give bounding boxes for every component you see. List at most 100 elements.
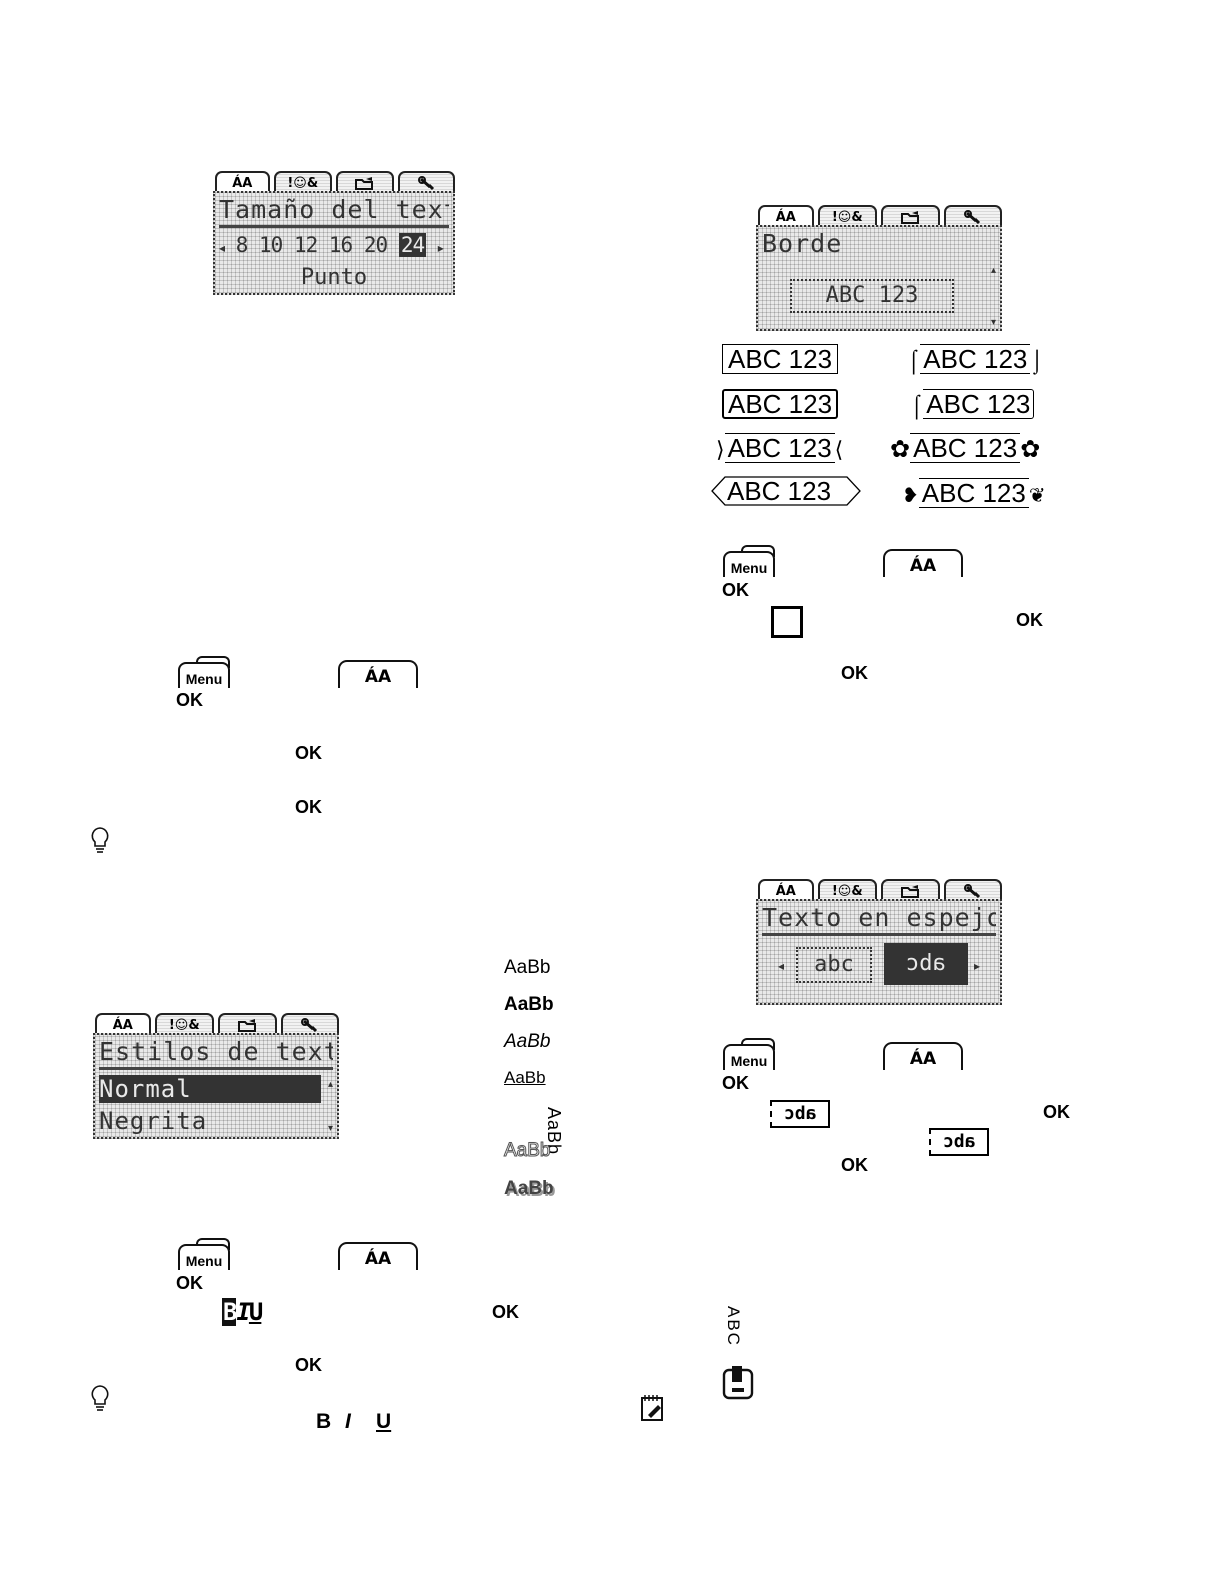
mirror-option-normal: abc xyxy=(796,947,872,983)
menu-key: Menu xyxy=(723,1038,775,1070)
flower-icon: ✿ xyxy=(890,436,911,463)
size-option: 10 xyxy=(259,233,283,257)
ok-key: OK xyxy=(176,1273,203,1293)
border-sample-arrow: ABC 123 xyxy=(711,476,861,506)
style-option: Negrita xyxy=(99,1107,208,1135)
ok-key: OK xyxy=(295,1355,322,1375)
lcd-tab-format-icon: ÁA xyxy=(758,879,814,901)
menu-key: Menu xyxy=(178,1238,230,1270)
label-maker-note-icon xyxy=(722,1366,754,1400)
lcd-body: Tamaño del texto ◂ 8 10 12 16 20 24 ▸ Pu… xyxy=(213,191,455,295)
left-arrow-icon: ◂ xyxy=(219,241,225,255)
note-pad-icon xyxy=(641,1395,663,1421)
ok-key: OK xyxy=(841,663,868,683)
style-sample-normal: AaBb xyxy=(504,957,551,978)
border-sample-ribbon: ❥ABC 123❦ xyxy=(902,478,1046,508)
lcd-tab-format-icon: ÁA xyxy=(95,1013,151,1035)
ok-key: OK xyxy=(295,797,322,817)
ok-key: OK xyxy=(841,1155,868,1175)
style-sample-shadow: AaBb xyxy=(504,1178,554,1199)
lcd-tab-settings-icon xyxy=(281,1013,339,1035)
border-sample-scroll: ⌠ABC 123⌡ xyxy=(907,344,1044,374)
lcd-title: Texto en espejo xyxy=(762,903,996,936)
lcd-tab-insert-icon: !☺& xyxy=(154,1013,214,1035)
right-arrow-icon: ▸ xyxy=(974,959,981,973)
lcd-tabs: ÁA !☺& xyxy=(756,879,1002,901)
lcd-body: Estilos de texto Normal ▴ Negrita ▾ xyxy=(93,1033,339,1139)
border-sample-curl: ⌠ABC 123 xyxy=(910,389,1035,419)
lcd-tab-file-icon xyxy=(881,879,941,901)
lightbulb-tip-icon xyxy=(91,1385,109,1411)
right-arrow-icon: ▸ xyxy=(437,241,444,255)
lcd-tab-insert-icon: !☺& xyxy=(273,171,333,193)
left-arrow-icon: ◂ xyxy=(778,959,785,973)
size-option: 20 xyxy=(363,233,388,257)
bold-key-label: B xyxy=(316,1410,332,1433)
lcd-tab-file-icon xyxy=(336,171,395,193)
italic-key-label: I xyxy=(345,1410,351,1433)
vertical-text-sample: ABC xyxy=(724,1306,743,1347)
lcd-tab-file-icon xyxy=(881,205,941,227)
scroll-up-icon: ▴ xyxy=(990,265,996,276)
border-sample-flower: ✿ABC 123✿ xyxy=(890,433,1041,463)
flower-icon: ✿ xyxy=(1020,436,1041,463)
square-border-icon xyxy=(771,606,803,638)
border-preview: ABC 123 xyxy=(790,279,954,313)
ok-key: OK xyxy=(1016,610,1043,630)
lcd-tab-insert-icon: !☺& xyxy=(817,205,877,227)
border-sample-square: ABC 123 xyxy=(722,344,839,374)
scroll-down-icon: ▾ xyxy=(990,317,996,328)
lcd-title: Borde xyxy=(762,229,843,258)
lcd-tab-file-icon xyxy=(218,1013,278,1035)
bold-italic-underline-icon: BIU xyxy=(222,1298,263,1326)
ok-key: OK xyxy=(722,580,749,600)
lcd-screen-border: ÁA !☺& Borde ▴ ABC 123 ▾ xyxy=(756,205,1002,331)
style-option-selected: Normal xyxy=(99,1075,321,1103)
border-sample-zigzag: ⟩ABC 123⟨ xyxy=(716,433,844,463)
menu-key: Menu xyxy=(723,545,775,577)
style-sample-outline: AaBb xyxy=(503,1140,551,1162)
lcd-tab-settings-icon xyxy=(398,171,455,193)
size-unit: Punto xyxy=(300,265,368,290)
style-sample-underline: AaBb xyxy=(504,1068,546,1087)
size-option-selected: 24 xyxy=(398,233,427,257)
ok-key: OK xyxy=(295,743,322,763)
lcd-tabs: ÁA !☺& xyxy=(756,205,1002,227)
size-option: 16 xyxy=(328,233,353,257)
lcd-tab-format-icon: ÁA xyxy=(758,205,814,227)
lcd-tab-insert-icon: !☺& xyxy=(817,879,877,901)
format-tab-key-icon: ÁA xyxy=(883,1042,963,1070)
underline-key-label: U xyxy=(376,1410,392,1433)
format-tab-key-icon: ÁA xyxy=(338,1242,418,1270)
ok-key: OK xyxy=(1043,1102,1070,1122)
lcd-tab-settings-icon xyxy=(944,205,1002,227)
border-sample-rounded: ABC 123 xyxy=(722,389,839,419)
mirror-text-icon: abc xyxy=(770,1100,830,1128)
size-option: 12 xyxy=(293,233,318,257)
lcd-tab-settings-icon xyxy=(944,879,1002,901)
ok-key: OK xyxy=(492,1302,519,1322)
lcd-screen-mirror-text: ÁA !☺& Texto en espejo ◂ abc abc ▸ xyxy=(756,879,1002,1005)
lcd-tabs: ÁA !☺& xyxy=(93,1013,339,1035)
scroll-down-icon: ▾ xyxy=(327,1123,333,1134)
lcd-title: Tamaño del texto xyxy=(219,195,449,228)
style-sample-bold: AaBb xyxy=(504,994,554,1015)
lcd-body: Texto en espejo ◂ abc abc ▸ xyxy=(756,899,1002,1005)
ok-key: OK xyxy=(722,1073,749,1093)
lcd-body: Borde ▴ ABC 123 ▾ xyxy=(756,225,1002,331)
style-sample-vertical: AaBb xyxy=(544,1107,564,1156)
ok-key: OK xyxy=(176,690,203,710)
lcd-screen-text-size: ÁA !☺& Tamaño del texto ◂ 8 10 12 16 20 … xyxy=(213,171,455,295)
size-option: 8 xyxy=(235,233,249,257)
scroll-up-icon: ▴ xyxy=(327,1079,333,1090)
style-sample-italic: AaBb xyxy=(504,1031,551,1052)
mirror-option-selected: abc xyxy=(884,943,968,985)
menu-key: Menu xyxy=(178,656,230,688)
mirror-text-icon: abc xyxy=(929,1128,989,1156)
lcd-title: Estilos de texto xyxy=(99,1037,333,1070)
format-tab-key-icon: ÁA xyxy=(883,549,963,577)
size-values-row: ◂ 8 10 12 16 20 24 ▸ xyxy=(219,233,444,257)
format-tab-key-icon: ÁA xyxy=(338,660,418,688)
lightbulb-tip-icon xyxy=(91,827,109,853)
lcd-tab-format-icon: ÁA xyxy=(215,171,270,193)
